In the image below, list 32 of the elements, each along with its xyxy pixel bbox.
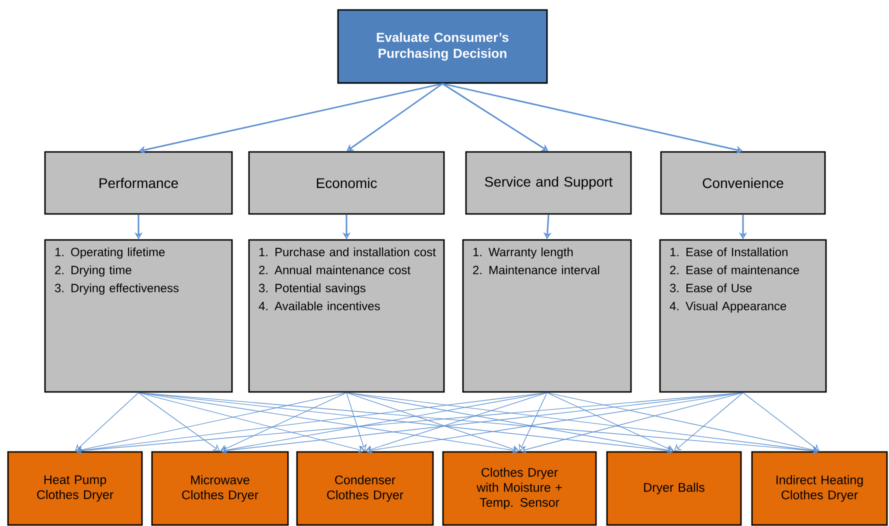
alternative-box: Clothes Dryer with Moisture + Temp. Sensor [442,451,597,526]
alternative-box: Indirect Heating Clothes Dryer [751,451,888,526]
arrow [138,392,220,452]
alternative-box: Heat Pump Clothes Dryer [7,451,143,526]
alternative-box: Dryer Balls [606,451,742,526]
list-box: 1. Purchase and installation cost 2. Annual maintenance cost 3. Potential savings 4. Available incentives [248,239,445,393]
arrow [674,392,744,452]
arrow [220,392,347,452]
arrow [346,83,443,152]
list-box: 1. Ease of Installation 2. Ease of maintenance 3. Ease of Use 4. Visual Appearance [659,239,827,393]
criterion-box: Performance [44,151,233,215]
alternative-box: Condenser Clothes Dryer [296,451,434,526]
arrow [546,392,674,452]
arrow [442,83,548,152]
criterion-box: Economic [248,151,445,215]
arrow [75,392,347,454]
arrow [365,392,744,454]
arrow [138,392,365,454]
arrow [346,392,520,453]
alternative-box: Microwave Clothes Dryer [151,451,289,526]
list-box: 1. Warranty length 2. Maintenance interval [462,239,632,393]
arrow [220,392,744,455]
criterion-box: Convenience [660,151,826,215]
arrow [365,392,548,453]
arrow [75,392,139,452]
arrow [220,392,548,454]
criterion-box: Service and Support [465,151,632,215]
arrow [75,392,548,454]
goal-box: Evaluate Consumer’s Purchasing Decision [337,9,548,84]
arrow [742,392,820,452]
arrow [520,392,744,454]
list-box: 1. Operating lifetime 2. Drying time 3. Drying effectiveness [44,239,233,393]
